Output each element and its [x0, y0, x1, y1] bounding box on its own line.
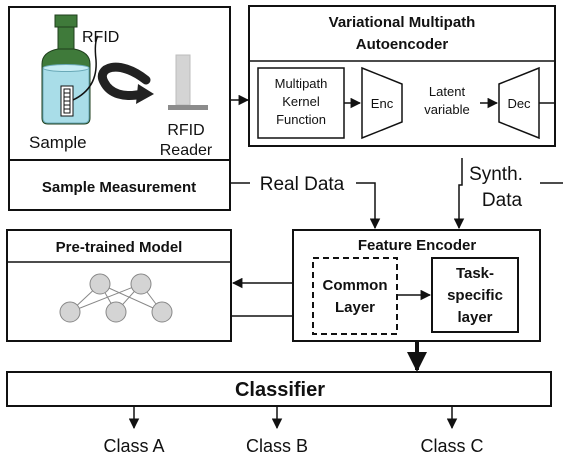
arrow-real-data-to-encoder [356, 182, 381, 230]
synth-data-label-line1: Synth. [469, 164, 523, 185]
sample-measurement-panel [8, 159, 231, 211]
task-layer-line3: layer [457, 309, 492, 326]
latent-line2: variable [424, 102, 470, 117]
class-a-label: Class A [103, 436, 164, 456]
classifier-panel [6, 371, 552, 407]
vae-block: Variational Multipath Autoencoder Multip… [248, 5, 556, 147]
rotation-arrow-icon [97, 62, 154, 104]
rfid-pointer-line [72, 35, 99, 101]
decoder-trapezoid [498, 66, 540, 140]
reader-label-line2: Reader [160, 142, 213, 159]
feature-encoder-title: Feature Encoder [358, 237, 477, 254]
kernel-line2: Kernel [282, 94, 320, 109]
feature-encoder-block: Feature Encoder Common Layer Task- speci… [292, 229, 541, 342]
class-c-label: Class C [420, 436, 483, 456]
synth-data-label-line2: Data [482, 190, 523, 211]
common-layer-line1: Common [323, 277, 388, 294]
pretrained-model-block: Pre-trained Model [6, 229, 232, 342]
task-layer-line2: specific [447, 287, 503, 304]
enc-label: Enc [371, 96, 394, 111]
latent-line1: Latent [429, 84, 466, 99]
pretrained-title: Pre-trained Model [56, 239, 183, 256]
kernel-line1: Multipath [275, 76, 328, 91]
pretrained-panel [6, 229, 232, 342]
reader-label-line1: RFID [167, 122, 204, 139]
real-data-label: Real Data [260, 174, 345, 195]
dec-label: Dec [507, 96, 531, 111]
task-layer-line1: Task- [456, 265, 494, 282]
common-layer-box [312, 257, 398, 335]
neural-network-icon [59, 273, 173, 323]
rfid-tag-label: RFID [82, 29, 119, 46]
class-b-label: Class B [246, 436, 308, 456]
vae-title-line1: Variational Multipath [329, 14, 476, 31]
classifier-title: Classifier [235, 379, 325, 401]
kernel-function-box [257, 67, 345, 139]
encoder-trapezoid [361, 66, 403, 140]
sample-label: Sample [29, 133, 87, 152]
arrow-synth-data-to-encoder [453, 158, 465, 230]
task-specific-layer-box [431, 257, 519, 333]
sample-block: RFID Sample RFID Reader Sample Measureme… [8, 6, 231, 211]
vae-title-line2: Autoencoder [356, 36, 449, 53]
common-layer-line2: Layer [335, 299, 375, 316]
sample-measurement-title: Sample Measurement [42, 179, 196, 196]
kernel-line3: Function [276, 112, 326, 127]
classifier-block: Classifier Class A Class B Class C [6, 371, 552, 456]
rfid-tag-icon [60, 85, 74, 117]
rfid-reader-icon [168, 54, 208, 110]
